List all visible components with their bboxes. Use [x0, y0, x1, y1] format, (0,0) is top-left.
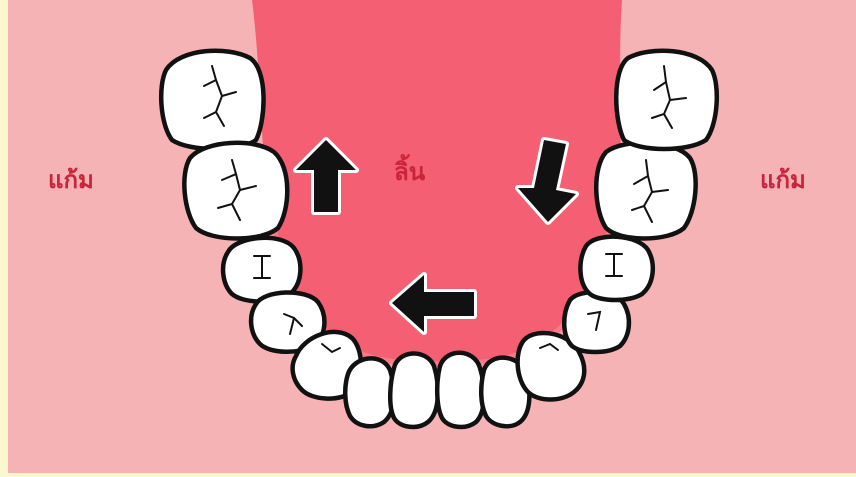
tooth-right-premolar-1: [580, 237, 652, 300]
tooth-incisor-3: [437, 353, 484, 427]
cheek-label-left: แก้ม: [48, 168, 94, 192]
tooth-left-molar-2: [184, 143, 287, 239]
tooth-right-molar-1: [616, 51, 717, 149]
tooth-right-molar-2: [596, 143, 695, 239]
tooth-incisor-1: [345, 358, 394, 426]
tooth-incisor-2: [390, 353, 438, 426]
cheek-label-right: แก้ม: [760, 168, 806, 192]
tongue-label: ลิ้น: [394, 160, 425, 184]
